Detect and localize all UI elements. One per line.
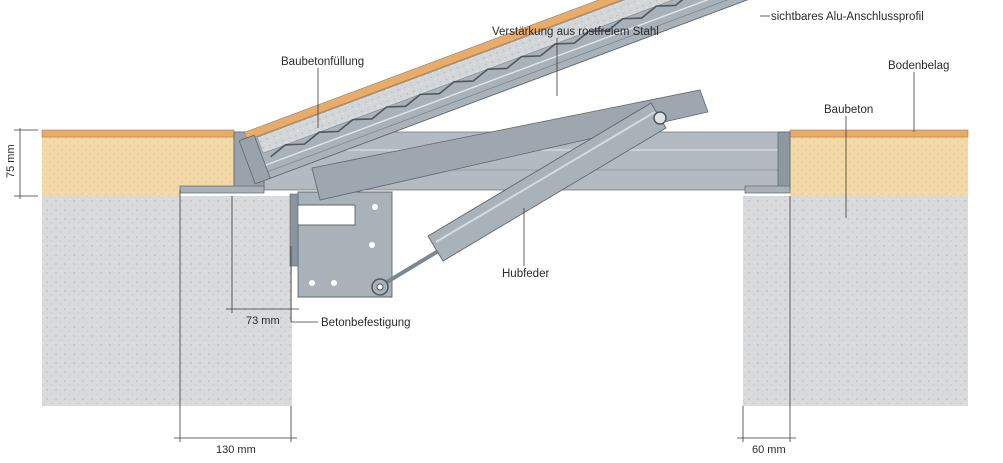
label-spring: Hubfeder <box>502 268 549 280</box>
lid-rib <box>265 0 774 173</box>
lid-concrete-fill <box>256 0 764 154</box>
frame-right-profile <box>777 131 791 191</box>
dim-60-text: 60 mm <box>752 444 786 456</box>
screed-right <box>790 137 968 196</box>
frame-bottom-flange-right <box>744 185 791 194</box>
frame-bottom-flange-left <box>179 185 265 194</box>
dim-75-text: 75 mm <box>5 144 17 178</box>
label-concrete-fill: Baubetonfüllung <box>281 56 364 68</box>
label-alu-profile: sichtbares Alu-Anschlussprofil <box>771 11 924 23</box>
dim-130-text: 130 mm <box>216 444 256 456</box>
spring-cylinder <box>427 102 667 262</box>
concrete-block-left <box>42 196 292 406</box>
spring-highlight <box>435 111 656 243</box>
bracket-bolt <box>309 280 315 286</box>
floor-covering-right <box>789 129 969 138</box>
label-floor-covering: Bodenbelag <box>888 60 949 72</box>
lid <box>238 0 786 185</box>
concrete-block-right <box>743 196 968 406</box>
bracket-web <box>289 193 299 267</box>
lid-rib <box>263 0 772 167</box>
bracket-bolt <box>372 204 378 210</box>
lid-start-profile <box>238 134 271 185</box>
gas-spring <box>371 102 667 296</box>
bracket-bolt <box>331 280 337 286</box>
bracket-bolt <box>369 242 375 248</box>
spring-rod <box>380 248 442 287</box>
lid-floor-covering <box>244 0 769 141</box>
spring-bottom-pin <box>376 283 384 291</box>
screed-left <box>42 137 234 196</box>
hinge-arm <box>311 89 709 201</box>
steel-reinforcement <box>270 0 757 158</box>
floor-covering-left <box>41 129 235 138</box>
label-steel: Verstärkung aus rostfreiem Stahl <box>492 26 659 38</box>
dim-73-text: 73 mm <box>246 315 280 327</box>
spring-top-eye <box>653 111 667 125</box>
label-fastening: Betonbefestigung <box>321 317 411 329</box>
label-concrete: Baubeton <box>824 104 873 116</box>
